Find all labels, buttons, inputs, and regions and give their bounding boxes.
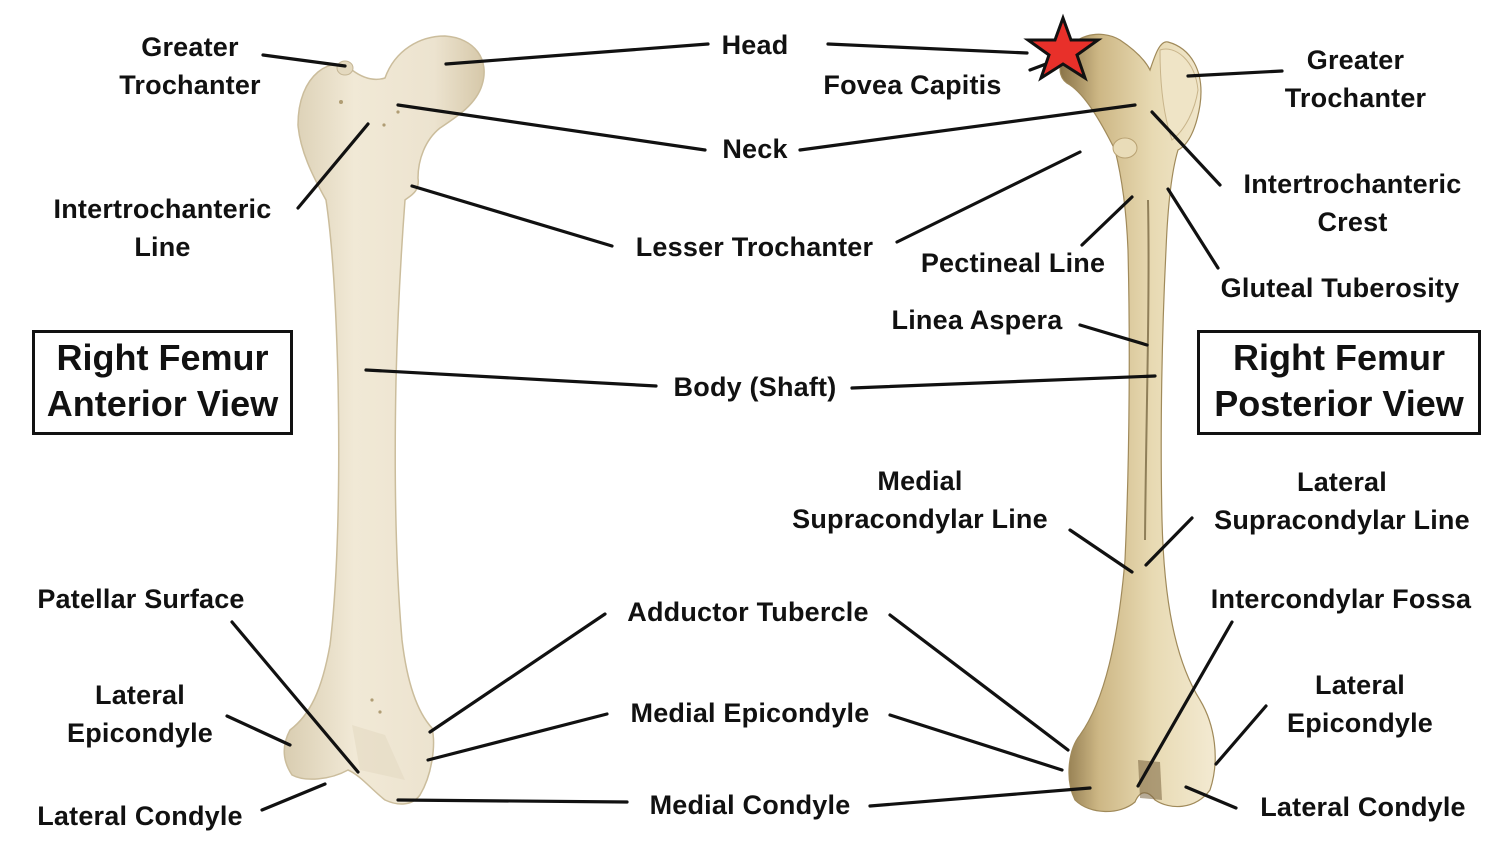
label-anterior-lateral-epicondyle: Lateral Epicondyle [66, 680, 214, 748]
star-marker-icon [1023, 13, 1103, 82]
label-medial-supracondylar-line: Medial Supracondylar Line [792, 466, 1048, 534]
label-medial-epicondyle: Medial Epicondyle [630, 698, 870, 728]
title-anterior-view: Right Femur Anterior View [32, 330, 293, 435]
label-intertrochanteric-line: Intertrochanteric Line [53, 194, 272, 262]
label-medial-condyle: Medial Condyle [649, 790, 851, 820]
label-anterior-greater-trochanter: Greater Trochanter [119, 32, 261, 100]
label-gluteal-tuberosity: Gluteal Tuberosity [1220, 273, 1460, 303]
label-linea-aspera: Linea Aspera [891, 305, 1063, 335]
label-pectineal-line: Pectineal Line [920, 248, 1106, 278]
label-anterior-lateral-condyle: Lateral Condyle [37, 801, 243, 831]
label-intertrochanteric-crest: Intertrochanteric Crest [1243, 169, 1462, 237]
label-lesser-trochanter: Lesser Trochanter [635, 232, 874, 262]
label-posterior-lateral-condyle: Lateral Condyle [1260, 792, 1466, 822]
label-patellar-surface: Patellar Surface [37, 584, 245, 614]
title-posterior-view: Right Femur Posterior View [1197, 330, 1481, 435]
leader-lines [225, 42, 1284, 812]
label-adductor-tubercle: Adductor Tubercle [627, 597, 869, 627]
label-intercondylar-fossa: Intercondylar Fossa [1210, 584, 1472, 614]
label-head: Head [721, 30, 789, 60]
label-body-shaft: Body (Shaft) [673, 372, 837, 402]
label-neck: Neck [722, 134, 788, 164]
anterior-femur-bone [283, 35, 485, 805]
label-lateral-supracondylar-line: Lateral Supracondylar Line [1214, 467, 1470, 535]
label-posterior-greater-trochanter: Greater Trochanter [1284, 45, 1427, 113]
label-fovea-capitis: Fovea Capitis [823, 70, 1002, 100]
label-posterior-lateral-epicondyle: Lateral Epicondyle [1286, 670, 1434, 738]
posterior-femur-bone [1059, 33, 1216, 813]
